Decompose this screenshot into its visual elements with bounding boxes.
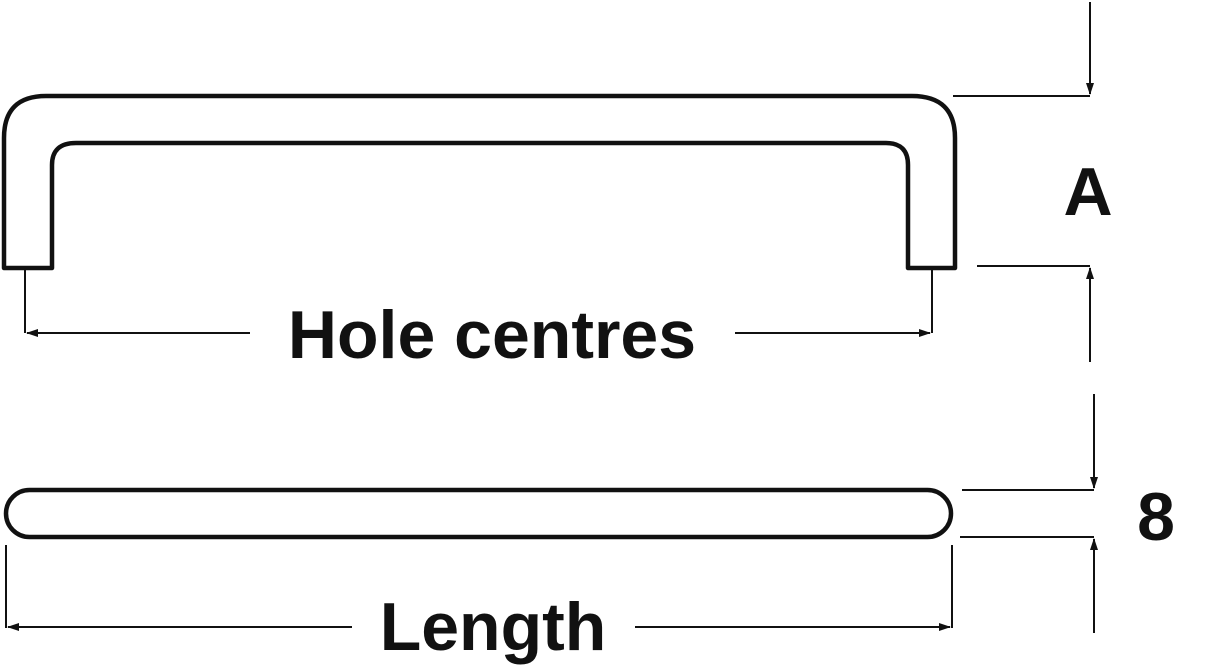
hole-centres-dimension	[24, 270, 933, 337]
hole-centres-label: Hole centres	[288, 297, 696, 373]
height-dimension	[953, 2, 1094, 362]
handle-outline	[1, 93, 958, 271]
length-label: Length	[380, 589, 607, 665]
length-dimension	[5, 545, 953, 631]
handle-side-view	[3, 487, 954, 540]
thickness-label: 8	[1137, 479, 1175, 555]
handle-front-view	[1, 93, 958, 271]
thickness-dimension	[960, 394, 1098, 633]
height-label: A	[1063, 154, 1112, 230]
